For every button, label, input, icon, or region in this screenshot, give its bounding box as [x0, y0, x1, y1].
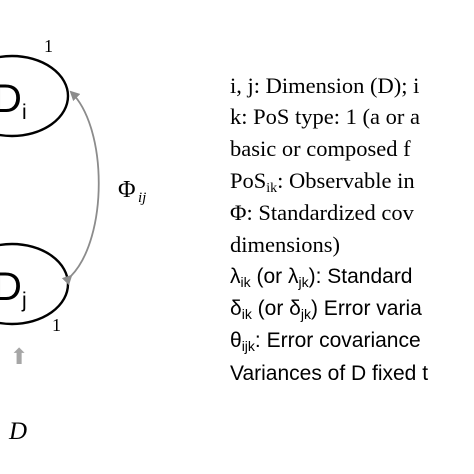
legend-line: Φ: Standardized cov: [230, 199, 414, 226]
legend-subscript: jk: [300, 306, 311, 322]
legend-subscript: ik: [266, 181, 278, 196]
legend-line: λik (or λjk): Standard: [230, 263, 413, 292]
dimension-marker-label: D: [8, 418, 27, 445]
legend-line: basic or composed f: [230, 135, 411, 162]
legend-text: PoS: [230, 168, 267, 193]
legend-line: dimensions): [230, 231, 340, 258]
legend-text: : Observable in: [277, 168, 415, 193]
legend-text: Variances of D fixed t: [230, 362, 429, 385]
legend-line: PoSik: Observable in: [230, 167, 415, 198]
legend-subscript: ik: [241, 306, 252, 322]
legend-line: δik (or δjk) Error varia: [230, 295, 422, 324]
covariance-subscript: ij: [138, 190, 146, 206]
legend-text: i, j: Dimension (D); i: [230, 73, 420, 98]
legend-text: ) Error varia: [310, 297, 422, 320]
legend-line: i, j: Dimension (D); i: [230, 72, 419, 99]
legend-subscript: ik: [240, 274, 251, 290]
legend-text: ): Standard: [308, 265, 413, 288]
legend-text: (or λ: [250, 265, 299, 288]
legend-subscript: jk: [298, 274, 309, 290]
node-bottom-variance-label: 1: [52, 315, 61, 335]
legend-subscript: ijk: [241, 338, 255, 354]
legend-text: λ: [230, 265, 241, 288]
node-bottom-letter: D: [0, 265, 22, 309]
covariance-label: Φ: [118, 177, 136, 203]
node-bottom-subscript: j: [21, 289, 27, 312]
legend-text: k: PoS type: 1 (a or a: [230, 104, 420, 129]
legend-text: δ: [230, 297, 242, 320]
up-arrow-icon: ⬆: [10, 345, 28, 370]
node-top-subscript: i: [22, 101, 27, 124]
legend-text: Φ: Standardized cov: [230, 200, 414, 225]
legend-text: basic or composed f: [230, 136, 411, 161]
legend-line: k: PoS type: 1 (a or a: [230, 103, 420, 130]
node-top-variance-label: 1: [44, 36, 53, 56]
legend-text: (or δ: [251, 297, 301, 320]
legend-line: Variances of D fixed t: [230, 360, 428, 387]
covariance-arrow: [61, 90, 100, 286]
node-top-letter: D: [0, 77, 22, 121]
legend: i, j: Dimension (D); i k: PoS type: 1 (a …: [230, 72, 474, 432]
legend-line: θijk: Error covariance: [230, 327, 421, 356]
legend-text: dimensions): [230, 232, 340, 257]
legend-text: θ: [230, 329, 242, 352]
legend-text: : Error covariance: [254, 329, 421, 352]
